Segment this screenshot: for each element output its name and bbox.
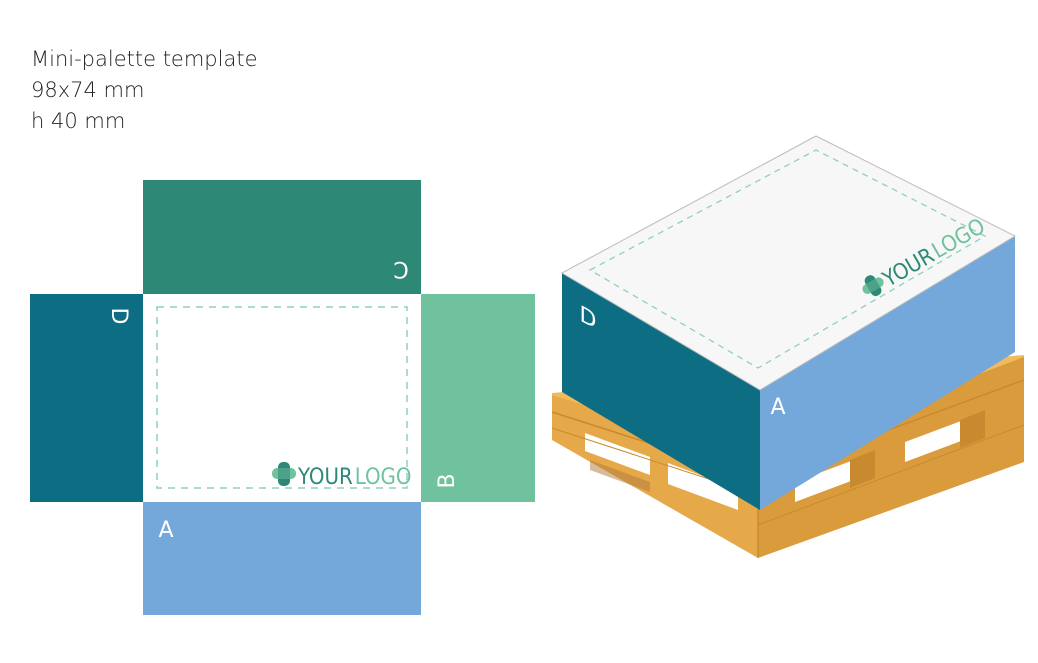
net-panel-d xyxy=(30,294,143,502)
pallet-opening xyxy=(668,463,738,510)
pallet-opening xyxy=(590,460,650,492)
box-3d: D A YOURLOGO xyxy=(551,135,1025,558)
box-net: C D B A YOURLOGO xyxy=(30,180,535,615)
title-block: Mini-palette template 98x74 mm h 40 mm xyxy=(31,44,258,137)
box3d-label-d: D xyxy=(580,300,597,335)
box3d-face-d xyxy=(562,273,760,510)
pallet-opening xyxy=(960,410,985,448)
net-panel-b xyxy=(421,294,535,502)
box3d-face-a xyxy=(760,236,1015,510)
net-panel-c xyxy=(143,180,421,294)
net-label-b: B xyxy=(435,473,460,488)
template-dimensions: 98x74 mm xyxy=(31,78,145,102)
cross-logo-icon xyxy=(862,275,884,297)
template-height: h 40 mm xyxy=(31,109,126,133)
net-label-d: D xyxy=(106,308,131,325)
net-logo-word-your: YOUR xyxy=(297,465,353,490)
pallet-opening xyxy=(850,450,875,488)
template-title: Mini-palette template xyxy=(31,47,258,71)
cross-logo-icon xyxy=(272,462,296,486)
net-label-c: C xyxy=(393,256,408,281)
net-logo-word-logo: LOGO xyxy=(355,465,412,490)
svg-text:YOURLOGO: YOURLOGO xyxy=(297,465,411,490)
pallet-side xyxy=(758,357,1024,558)
pallet-front xyxy=(552,395,758,558)
net-safe-area xyxy=(156,306,408,489)
net-panel-a xyxy=(143,502,421,615)
box3d-face-top xyxy=(560,135,1017,391)
box3d-safe-area xyxy=(588,149,987,369)
box3d-label-a: A xyxy=(770,395,785,420)
net-label-a: A xyxy=(158,518,173,543)
net-logo: YOURLOGO xyxy=(272,462,411,490)
